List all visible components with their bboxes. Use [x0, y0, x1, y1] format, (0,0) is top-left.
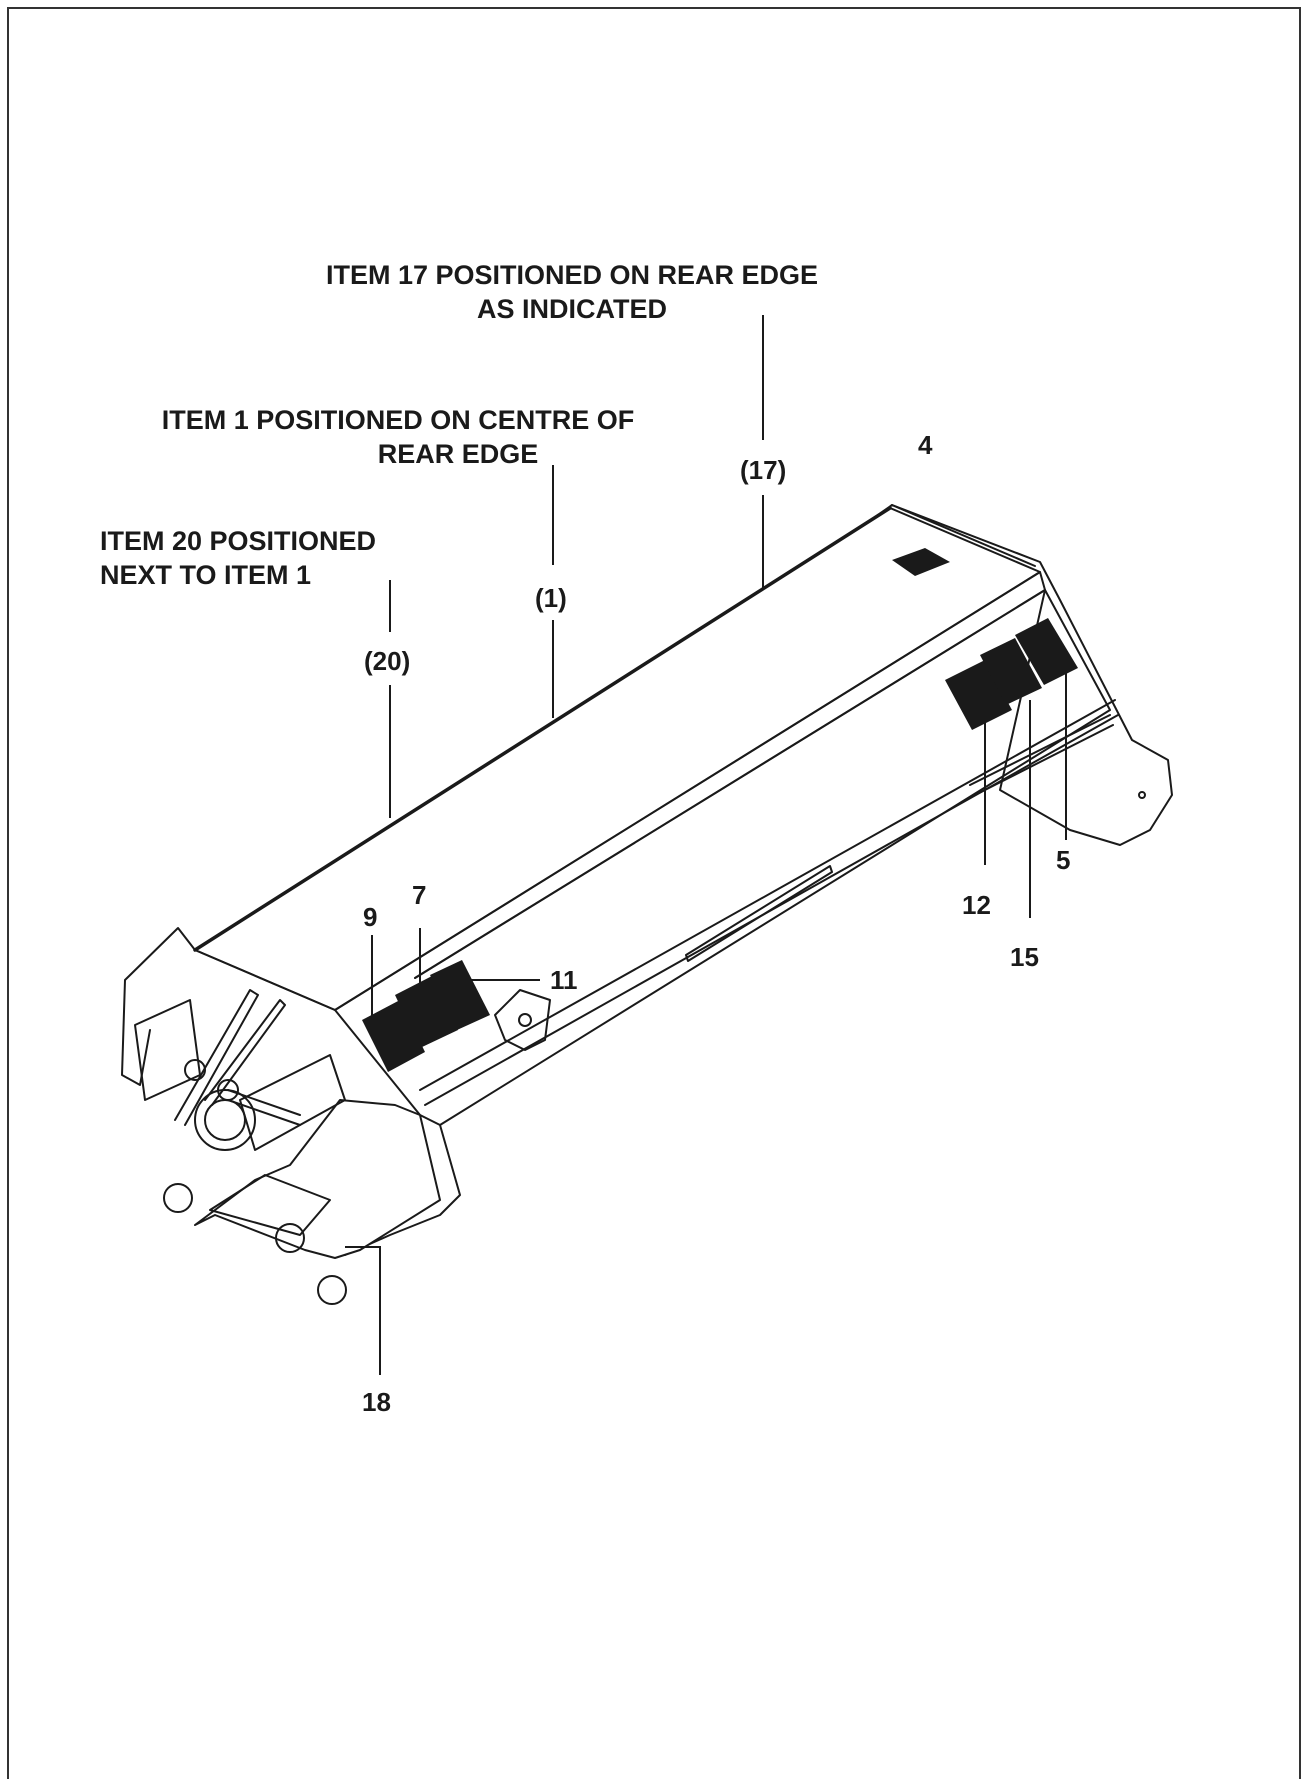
callout-17: (17) [740, 455, 787, 485]
note-item17-line2: AS INDICATED [476, 294, 667, 324]
callout-20: (20) [364, 646, 411, 676]
left-foot-a [163, 1183, 193, 1213]
decal-4 [892, 548, 950, 576]
note-item20: ITEM 20 POSITIONED NEXT TO ITEM 1 [100, 524, 440, 592]
left-pivot-upper [184, 1059, 206, 1081]
callout-9: 9 [363, 902, 378, 932]
note-item1-line2: REAR EDGE [377, 439, 539, 469]
callout-7: 7 [412, 880, 427, 910]
left-hub-large [194, 1089, 256, 1151]
leader-18 [345, 1246, 381, 1375]
right-end-flange [891, 504, 1036, 567]
left-swing-arm [194, 1099, 441, 1259]
callout-18: 18 [362, 1387, 391, 1417]
note-item20-line1: ITEM 20 POSITIONED [100, 526, 377, 556]
front-slot [685, 865, 833, 962]
left-hub-inner [204, 1099, 246, 1141]
callout-12: 12 [962, 890, 991, 920]
note-item17-line1: ITEM 17 POSITIONED ON REAR EDGE [325, 260, 819, 290]
callout-4: 4 [918, 430, 933, 460]
decal-5 [1015, 618, 1078, 685]
page-frame [7, 7, 1301, 1779]
decal-15 [980, 638, 1042, 705]
note-item1-line1: ITEM 1 POSITIONED ON CENTRE OF [161, 405, 635, 435]
right-end-rod [969, 714, 1114, 796]
decal-9 [362, 1000, 425, 1072]
note-item20-line2: NEXT TO ITEM 1 [100, 560, 312, 590]
callout-1: (1) [535, 583, 567, 613]
left-pivot-lower [275, 1223, 305, 1253]
center-bracket [494, 989, 551, 1051]
decal-7 [395, 976, 458, 1048]
decal-11 [430, 960, 490, 1030]
left-swing-arm-inner [209, 1174, 331, 1236]
left-end-plate [121, 927, 196, 1086]
right-end-bolt [1138, 791, 1146, 799]
right-end-plate [867, 504, 1173, 846]
center-bracket-hole [518, 1013, 532, 1027]
left-foot-b [317, 1275, 347, 1305]
left-bracket [174, 989, 286, 1126]
lower-front-face [414, 589, 1111, 1126]
callout-5: 5 [1056, 845, 1071, 875]
decal-12 [945, 660, 1012, 730]
note-item1: ITEM 1 POSITIONED ON CENTRE OF REAR EDGE [128, 403, 668, 471]
left-control-panel [134, 999, 201, 1101]
left-shaft [227, 1089, 301, 1126]
callout-15: 15 [1010, 942, 1039, 972]
rear-edge [193, 506, 892, 952]
callout-11: 11 [550, 965, 578, 995]
note-item17: ITEM 17 POSITIONED ON REAR EDGE AS INDIC… [292, 258, 852, 326]
left-box [239, 1054, 346, 1151]
